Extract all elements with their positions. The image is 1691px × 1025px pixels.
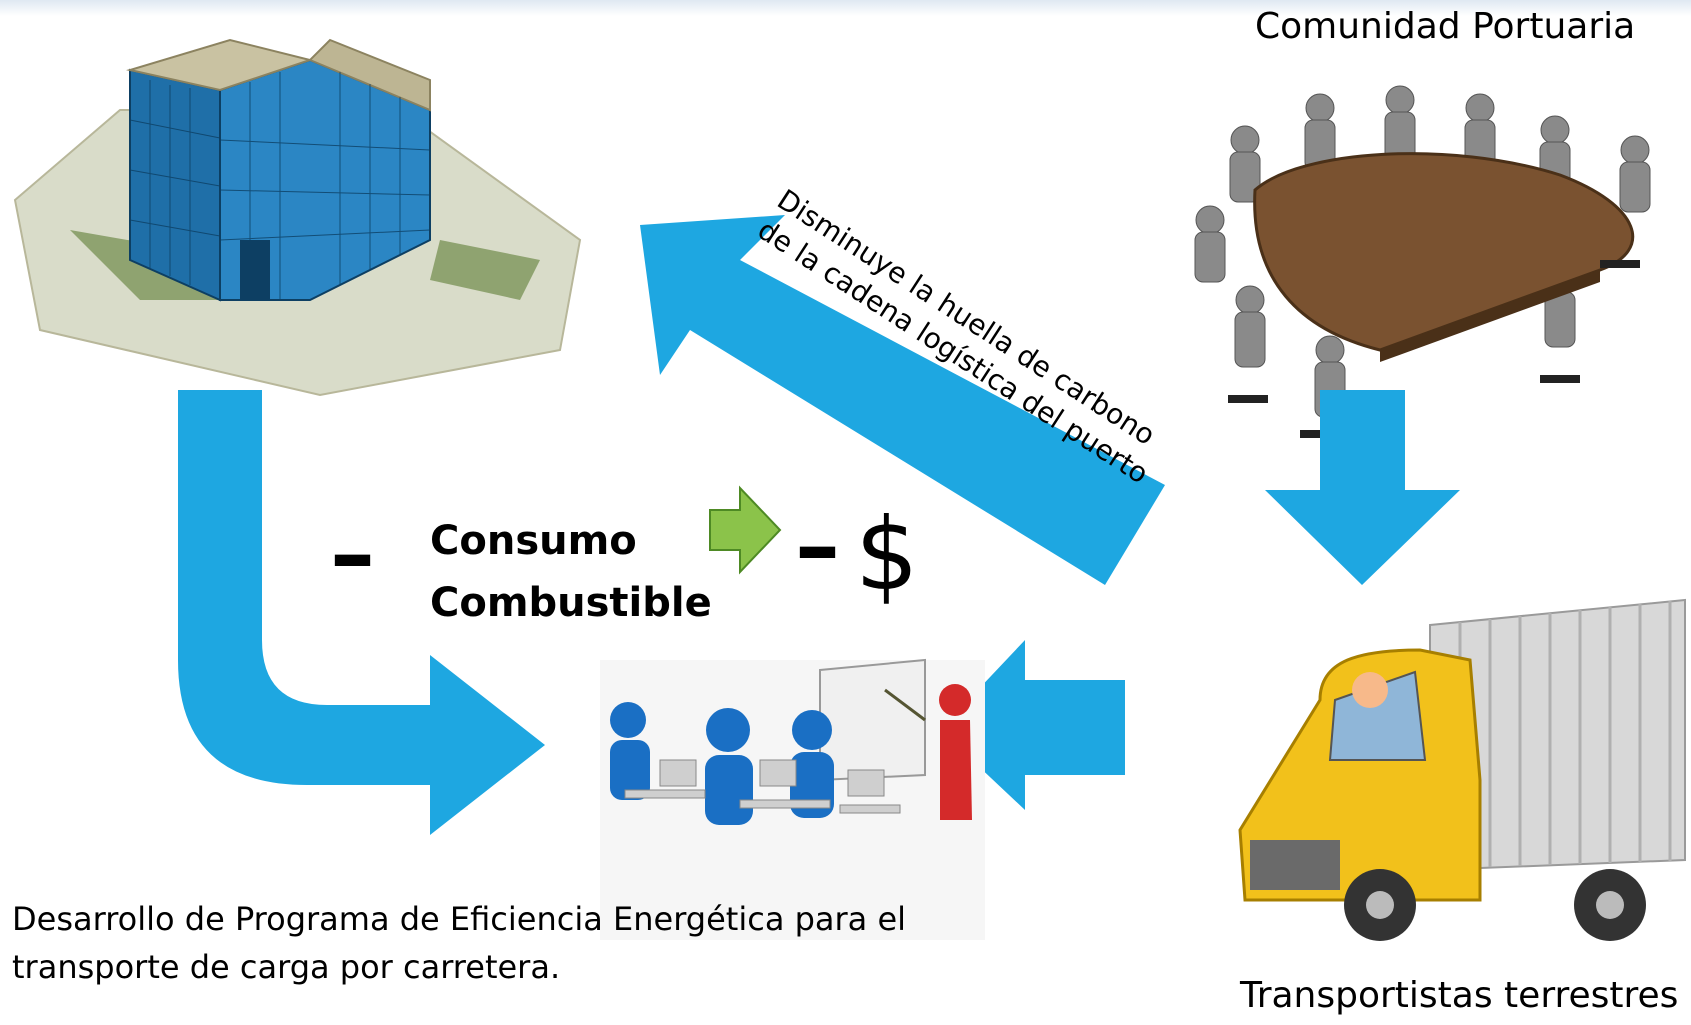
minus-sign-cost: – [795,494,840,599]
top-band [0,0,1691,16]
green-arrow [709,485,782,575]
comunidad-portuaria-label: Comunidad Portuaria [1255,6,1636,47]
arrow-building-to-training [178,390,545,835]
building-illustration [13,38,582,397]
truck-illustration [1238,598,1686,941]
arrow-comunidad-to-truck [1265,390,1460,585]
training-illustration [600,658,985,940]
consumo-line2: Combustible [430,580,712,626]
transportistas-label: Transportistas terrestres [1240,975,1679,1016]
consumo-combustible-label: Consumo Combustible [430,510,712,634]
dollar-sign: $ [855,496,919,613]
minus-sign: – [330,502,375,607]
consumo-line1: Consumo [430,518,637,564]
programa-label: Desarrollo de Programa de Eficiencia Ene… [12,900,907,986]
meeting-table-illustration [1194,85,1651,438]
arrow-truck-to-training [940,640,1125,810]
arrow-truck-to-building [640,215,1165,585]
